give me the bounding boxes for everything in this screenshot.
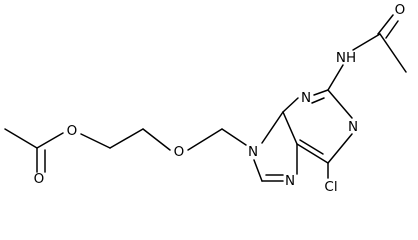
bond-nh-carbonyl-c xyxy=(352,33,381,51)
bond-c4-n9 xyxy=(261,111,284,144)
atom-n9: N xyxy=(248,144,258,160)
atom-ether-o: O xyxy=(174,144,185,160)
bonds xyxy=(4,14,407,182)
bond-c4-n3 xyxy=(282,97,299,113)
bond-amide-c-o xyxy=(377,14,394,35)
atom-cl: Cl xyxy=(324,179,337,195)
bond-c6-c5 xyxy=(296,143,329,164)
bond-amide-c-methyl xyxy=(379,33,407,73)
bond-c2-nh xyxy=(327,64,344,91)
bond-n3-c2 xyxy=(313,89,329,96)
atom-acetamide-o: O xyxy=(395,2,406,18)
chemical-structure-diagram: NH O N N N N Cl O O O xyxy=(4,2,407,195)
atom-n3: N xyxy=(301,90,311,106)
bond-amide-c-o-double xyxy=(385,20,399,39)
bond-ch2-ch2 xyxy=(109,128,144,149)
atom-ester-o: O xyxy=(67,123,78,139)
bond-ether-o-ch2 xyxy=(142,128,171,151)
bond-n1-c6 xyxy=(327,133,353,164)
bond-ester-o-c xyxy=(36,132,64,149)
atom-n1: N xyxy=(348,119,358,135)
bond-ch2-ester-o xyxy=(80,133,111,149)
bond-n9-ch2 xyxy=(221,128,247,146)
bond-c2-n1 xyxy=(327,89,353,119)
bond-c5-c4 xyxy=(282,111,298,145)
bond-ester-c-methyl xyxy=(4,128,38,149)
atom-n7: N xyxy=(285,173,295,189)
bond-n9-c8 xyxy=(253,159,263,182)
bond-n3-c2-double xyxy=(311,97,325,104)
atom-carbonyl-o: O xyxy=(34,171,45,187)
bond-ch2-ether-o xyxy=(187,128,223,151)
bond-c6-c5-double xyxy=(299,139,324,155)
atom-labels: NH O N N N N Cl O O O xyxy=(34,2,406,195)
atom-nh: NH xyxy=(336,50,356,66)
